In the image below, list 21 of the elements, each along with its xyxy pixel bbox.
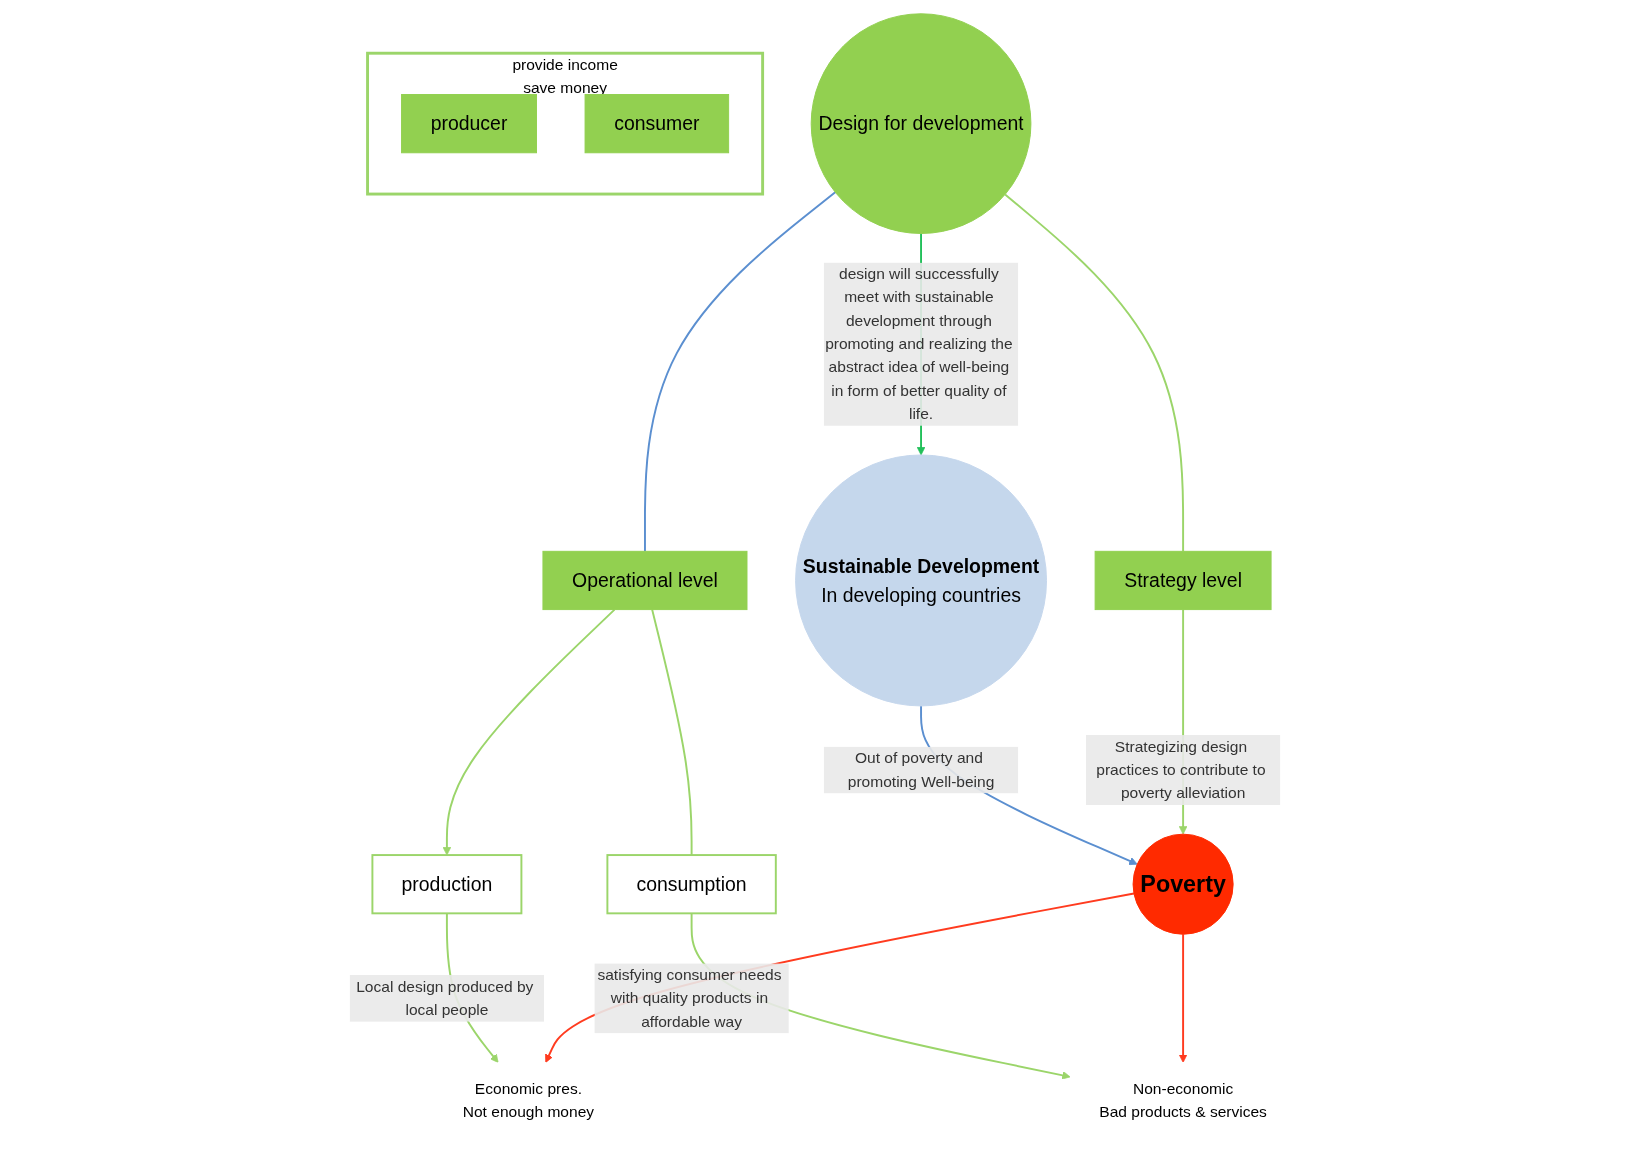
connector [651,608,693,857]
node-circle: Poverty [1132,833,1234,935]
edge-label: Out of poverty and promoting Well-being [847,749,995,790]
edge-label: Local design produced by local people [356,977,534,1018]
node-circle: Design for development [810,13,1032,234]
node-box: consumer [584,94,730,154]
node-box: production [371,854,523,915]
arrow [1178,933,1188,1063]
edge-label: Strategizing design practices to contribute to poverty alleviation [1096,738,1266,802]
node-circle: Sustainable Development In developing countries [795,454,1048,707]
arrow [442,608,616,856]
node-box: Operational level [542,550,748,611]
node-text: Economic pres. Not enough money [462,1079,595,1120]
edge-label: satisfying consumer needs with quality products in affordable way [597,966,782,1030]
connector [644,191,837,553]
connector [1004,193,1185,553]
edge-label: design will successfully meet with sustainable development through promoting and realizing the abstract idea of well-being in form of better quality of life. [825,265,1013,422]
node-box: producer [401,94,538,154]
node-box: consumption [606,854,777,915]
node-text: Non-economic Bad products & services [1099,1079,1267,1120]
node-box: Strategy level [1094,550,1272,611]
